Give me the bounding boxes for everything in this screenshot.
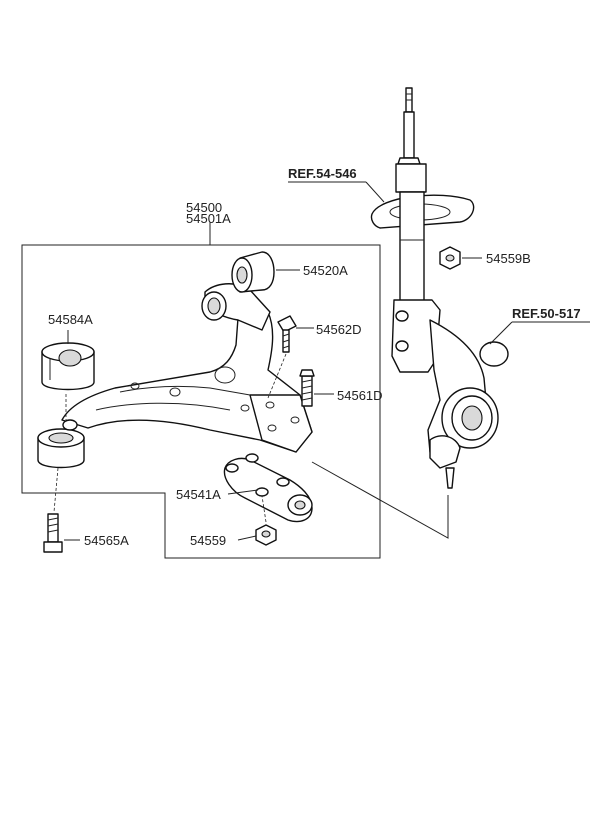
nut-54559b (439, 246, 461, 270)
bushing-54584a (41, 342, 95, 391)
arm-front-bushing (37, 419, 85, 469)
ref-50-517: REF.50-517 (512, 306, 581, 321)
plate-54541a (223, 453, 313, 523)
label-54501a: 54501A (186, 211, 231, 226)
bolt-54565a (43, 513, 63, 553)
assembly-bracket-outline (21, 244, 381, 559)
label-54500: 54500 (186, 200, 222, 215)
label-54562d: 54562D (316, 322, 362, 337)
ref-54-546: REF.54-546 (288, 166, 357, 181)
bolt-54562d (277, 315, 297, 353)
label-54559: 54559 (190, 533, 226, 548)
label-54561d: 54561D (337, 388, 383, 403)
nut-54559 (255, 524, 277, 546)
strut-assembly (370, 87, 509, 489)
bushing-54520a (231, 251, 275, 293)
label-54520a: 54520A (303, 263, 348, 278)
bolt-54561d (299, 369, 315, 407)
label-54565a: 54565A (84, 533, 129, 548)
label-54559b: 54559B (486, 251, 531, 266)
label-54541a: 54541A (176, 487, 221, 502)
lower-control-arm (61, 283, 313, 453)
label-54584a: 54584A (48, 312, 93, 327)
